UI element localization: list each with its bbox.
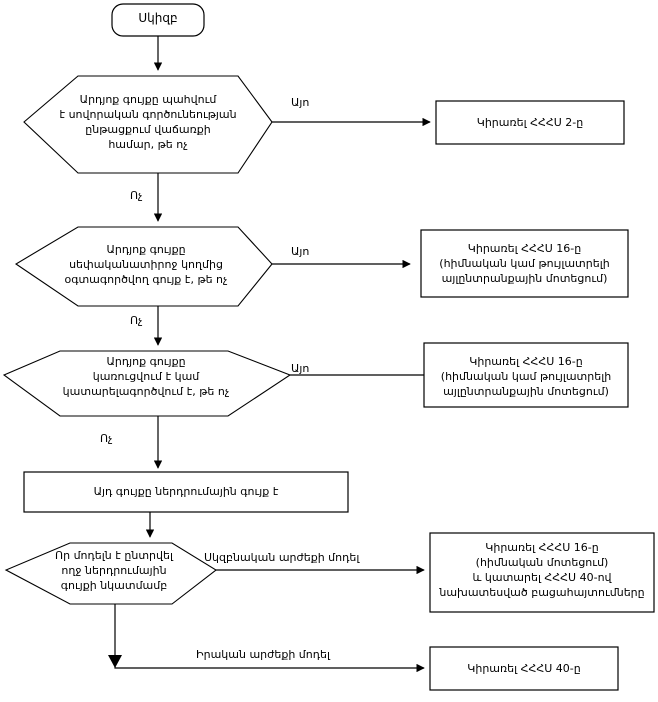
result1-node-shape[interactable]	[435, 100, 625, 145]
edge-label-decision3-yes: Այո	[291, 362, 310, 375]
edge-label-decision1-no: Ոչ	[130, 189, 143, 202]
result4-node-shape[interactable]	[429, 532, 655, 613]
start-node-shape[interactable]	[111, 3, 205, 37]
edge-decision4-fair-downarrow	[108, 655, 122, 668]
edge-label-decision4-fair: Իրական արժեքի մոդել	[196, 648, 330, 661]
edge-label-decision2-no: Ոչ	[130, 314, 143, 327]
decision3-node-shape[interactable]	[2, 350, 292, 417]
edge-label-decision1-yes: Այո	[291, 96, 310, 109]
result5-node-shape[interactable]	[429, 646, 619, 691]
decision1-node-shape[interactable]	[23, 75, 273, 174]
edge-label-decision3-no: Ոչ	[100, 432, 113, 445]
result3-node-shape[interactable]	[423, 342, 629, 408]
edge-label-decision4-cost: Սկզբնական արժեքի մոդել	[204, 551, 360, 564]
result2-node-shape[interactable]	[420, 229, 629, 298]
decision4-node-shape[interactable]	[4, 542, 217, 605]
statement-node-shape[interactable]	[23, 471, 349, 513]
decision2-node-shape[interactable]	[14, 226, 273, 307]
edge-label-decision2-yes: Այո	[291, 245, 310, 258]
